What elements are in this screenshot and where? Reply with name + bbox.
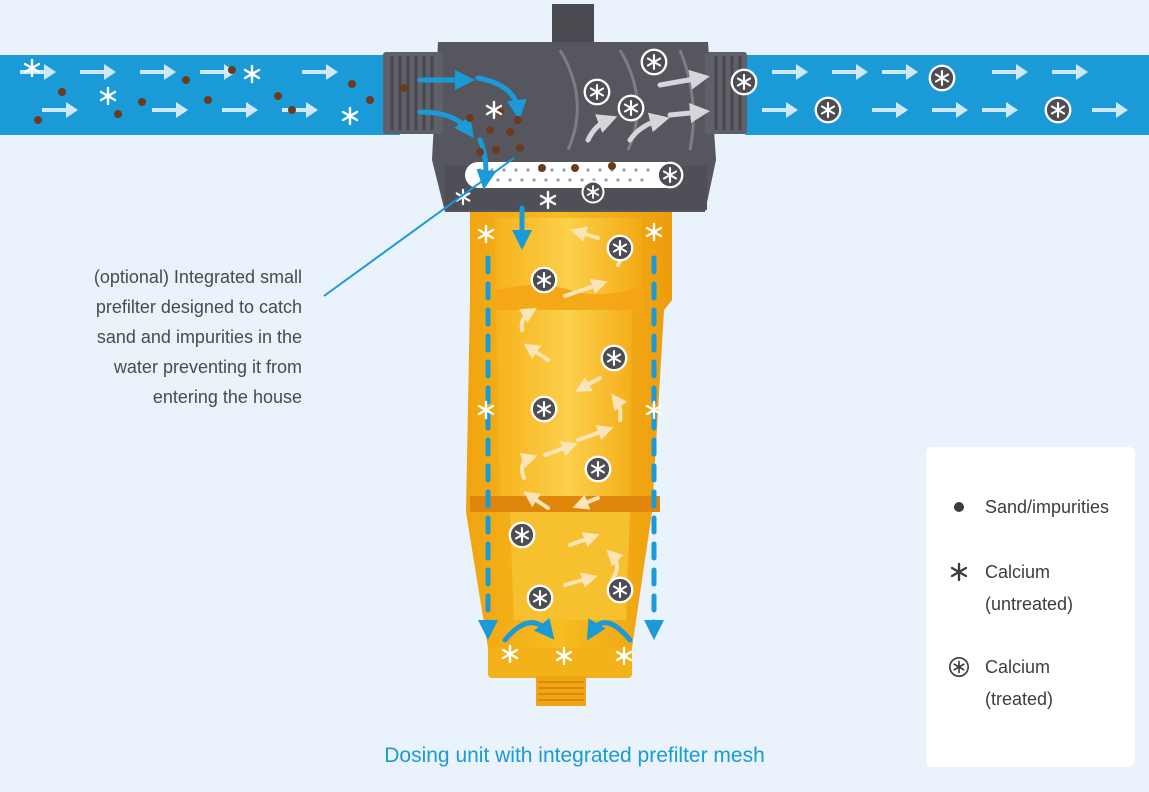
prefilter-callout-text: (optional) Integrated small prefilter de… (93, 267, 302, 407)
treatment-flow-arrows (519, 226, 631, 588)
sand-dot-icon (954, 502, 964, 512)
inlet-pipe (0, 55, 400, 135)
callout-leader-line (323, 157, 515, 297)
asterisk-icon (950, 562, 968, 582)
circled-asterisk-icon (949, 657, 969, 677)
legend-label-calcium-treated: Calcium (treated) (985, 657, 1054, 709)
outflow-arrows (585, 69, 710, 143)
dosing-chamber (466, 212, 672, 706)
legend-label-sand: Sand/impurities (985, 497, 1110, 517)
inflow-arrows (417, 70, 664, 643)
legend-label-calcium-untreated: Calcium (untreated) (985, 562, 1074, 614)
prefilter-mesh (465, 162, 683, 188)
diagram-caption: Dosing unit with integrated prefilter me… (384, 744, 765, 767)
sand-particles (34, 66, 616, 172)
legend: Sand/impurities Calcium (untreated) Calc… (926, 447, 1135, 767)
